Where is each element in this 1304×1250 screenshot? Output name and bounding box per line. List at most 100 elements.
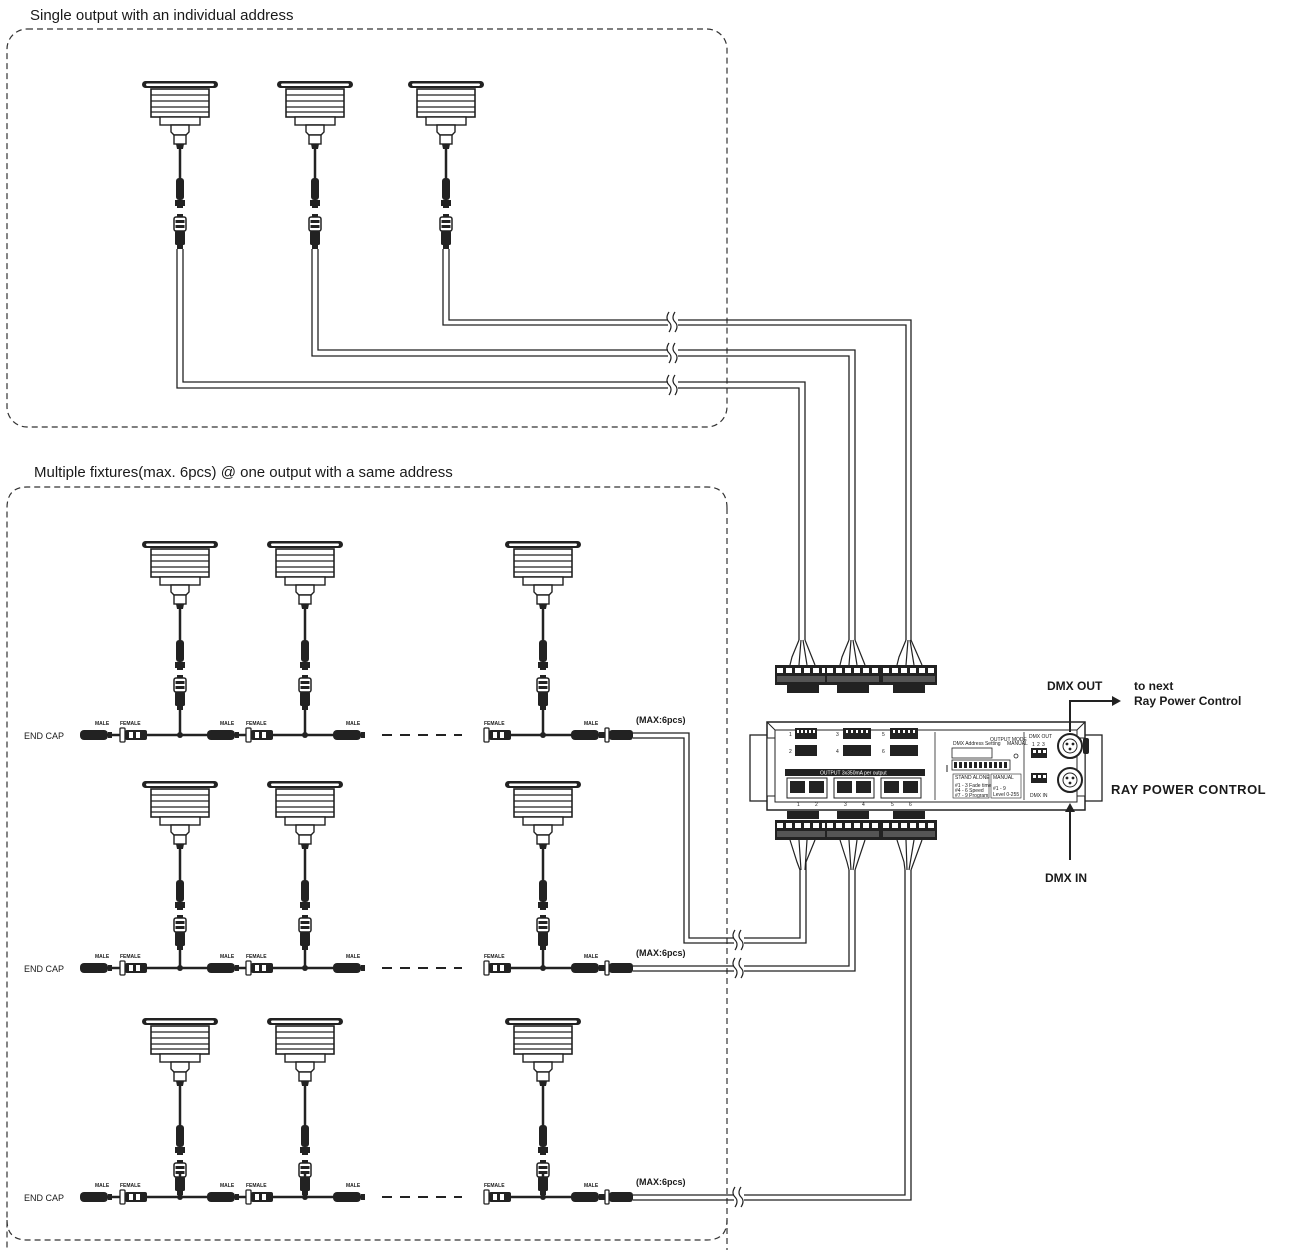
trunk-row-3: END CAP MALE FEMALE MALE FEMALE MALE FEMALE MAL… <box>24 1172 686 1205</box>
output-plug <box>600 1189 634 1205</box>
end-cap-label: END CAP <box>24 1193 64 1203</box>
male-label: MALE <box>95 721 110 727</box>
dmx-in-arrow <box>1065 803 1075 860</box>
svg-text:2: 2 <box>1037 742 1040 748</box>
female-connector <box>483 1189 512 1205</box>
male-plug <box>571 730 603 740</box>
output-label: OUTPUT 3x350mA per output <box>820 771 887 777</box>
max-fixtures-label: (MAX:6pcs) <box>636 715 686 725</box>
svg-text:5: 5 <box>891 802 894 808</box>
upper-fan-wires <box>789 639 923 666</box>
dmx-out-label: DMX OUT <box>1047 679 1103 693</box>
output-plug <box>600 960 634 976</box>
female-connector <box>245 727 274 743</box>
female-label: FEMALE <box>120 1183 141 1189</box>
to-next-label-1: to next <box>1134 679 1173 693</box>
dmx-out-arrow <box>1069 696 1121 732</box>
svg-text:#4 - 6 Speed: #4 - 6 Speed <box>955 788 984 794</box>
male-plug <box>207 730 239 740</box>
fixture-chain-1 <box>141 540 582 711</box>
male-label: MALE <box>346 721 361 727</box>
multi-output-box <box>6 486 728 1250</box>
svg-text:1: 1 <box>789 732 792 738</box>
trunk-rows: END CAP MALE FEMALE MALE FEMALE MALE FEMALE MAL… <box>24 710 686 1205</box>
svg-text:#1 - 3 Fade time: #1 - 3 Fade time <box>955 783 992 789</box>
male-label: MALE <box>95 954 110 960</box>
section-title-single: Single output with an individual address <box>30 7 294 24</box>
svg-text:3: 3 <box>836 732 839 738</box>
female-connector <box>119 727 148 743</box>
female-connector <box>119 960 148 976</box>
end-cap-label: END CAP <box>24 964 64 974</box>
end-cap-label: END CAP <box>24 731 64 741</box>
male-plug <box>571 1192 603 1202</box>
male-label: MALE <box>220 1183 235 1189</box>
female-label: FEMALE <box>484 721 505 727</box>
svg-text:5: 5 <box>882 732 885 738</box>
svg-text:MANUAL: MANUAL <box>993 775 1014 781</box>
male-label: MALE <box>95 1183 110 1189</box>
svg-text:4: 4 <box>836 749 839 755</box>
single-output-cables <box>176 249 912 640</box>
svg-text:#7 - 9 Program: #7 - 9 Program <box>955 793 988 799</box>
end-cap-plug <box>80 963 112 973</box>
svg-text:6: 6 <box>909 802 912 808</box>
female-label: FEMALE <box>246 721 267 727</box>
male-plug <box>207 1192 239 1202</box>
end-cap-plug <box>80 730 112 740</box>
device-name: RAY POWER CONTROL <box>1111 782 1266 797</box>
male-plug <box>571 963 603 973</box>
fixture-chain-3 <box>141 1017 582 1196</box>
fixture-chain-2 <box>141 780 582 951</box>
svg-text:6: 6 <box>882 749 885 755</box>
end-cap-plug <box>80 1192 112 1202</box>
svg-text:Level 0-255: Level 0-255 <box>993 792 1019 798</box>
female-connector <box>245 960 274 976</box>
trunk-row-1: END CAP MALE FEMALE MALE FEMALE MALE FEMALE MAL… <box>24 710 686 743</box>
male-label: MALE <box>346 1183 361 1189</box>
male-label: MALE <box>584 954 599 960</box>
to-next-label-2: Ray Power Control <box>1134 694 1241 708</box>
svg-text:MANUAL: MANUAL <box>1007 741 1028 747</box>
svg-text:2: 2 <box>789 749 792 755</box>
svg-text:1: 1 <box>1032 742 1035 748</box>
female-label: FEMALE <box>484 1183 505 1189</box>
svg-text:#1 - 9: #1 - 9 <box>993 786 1006 792</box>
male-plug <box>207 963 239 973</box>
max-fixtures-label: (MAX:6pcs) <box>636 1177 686 1187</box>
svg-text:DMX IN: DMX IN <box>1030 793 1048 799</box>
output-plug <box>600 727 634 743</box>
multi-output-cables <box>633 732 912 1201</box>
female-label: FEMALE <box>120 954 141 960</box>
female-connector <box>483 960 512 976</box>
svg-text:1: 1 <box>797 802 800 808</box>
male-plug <box>333 730 365 740</box>
svg-text:DMX OUT: DMX OUT <box>1029 734 1052 740</box>
male-label: MALE <box>346 954 361 960</box>
ray-power-control: 1 2 3 4 5 6 OUTPUT 3x350mA per output 1 … <box>749 721 1103 811</box>
male-plug <box>333 1192 365 1202</box>
section-title-multi: Multiple fixtures(max. 6pcs) @ one outpu… <box>34 464 453 481</box>
single-fixtures <box>141 80 485 250</box>
dmx-in-label: DMX IN <box>1045 871 1087 885</box>
dmx-address-label: DMX Address Setting <box>953 741 1001 747</box>
svg-text:3: 3 <box>844 802 847 808</box>
svg-text:STAND ALONE: STAND ALONE <box>955 775 990 781</box>
female-label: FEMALE <box>484 954 505 960</box>
female-connector <box>119 1189 148 1205</box>
female-label: FEMALE <box>120 721 141 727</box>
female-connector <box>483 727 512 743</box>
female-label: FEMALE <box>246 1183 267 1189</box>
svg-text:3: 3 <box>1042 742 1045 748</box>
svg-text:2: 2 <box>815 802 818 808</box>
male-plug <box>333 963 365 973</box>
male-label: MALE <box>220 954 235 960</box>
max-fixtures-label: (MAX:6pcs) <box>636 948 686 958</box>
male-label: MALE <box>584 1183 599 1189</box>
svg-text:OUTPUT MODE: OUTPUT MODE <box>990 737 1028 743</box>
male-label: MALE <box>220 721 235 727</box>
svg-text:4: 4 <box>862 802 865 808</box>
male-label: MALE <box>584 721 599 727</box>
